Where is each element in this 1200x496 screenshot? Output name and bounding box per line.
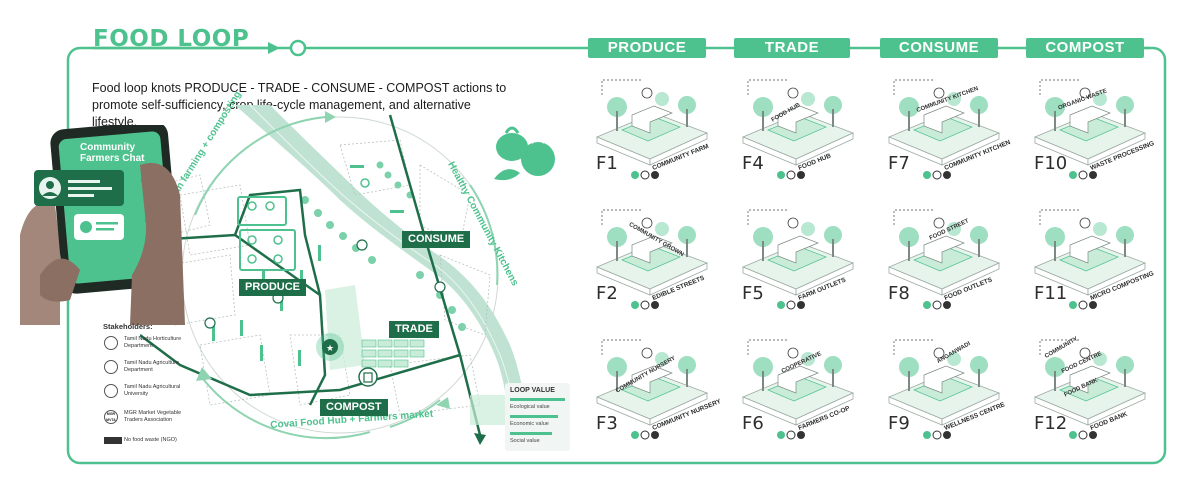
economic-bar <box>510 415 558 418</box>
social-bar <box>510 432 552 435</box>
university-seal-icon <box>104 384 118 398</box>
facility-value-dots <box>631 430 659 440</box>
loop-value-social: Social value <box>510 438 540 444</box>
mgr-market-badge: MGR MVTA <box>104 410 118 424</box>
food-loop-map: ★ <box>140 105 528 446</box>
loop-value-ecological: Ecological value <box>510 404 550 410</box>
stakeholder-ngo: No food waste (NGO) <box>124 437 177 443</box>
facility-illustration <box>595 79 709 166</box>
stakeholder-horticulture: Tamil Nadu Horticulture Department <box>124 336 182 349</box>
facility-value-dots <box>923 430 951 440</box>
facility-code-f12: F12 <box>1034 413 1068 434</box>
facility-code-f9: F9 <box>888 413 910 434</box>
facility-illustration <box>741 209 855 296</box>
ngo-logo-icon <box>104 437 122 444</box>
agriculture-seal-icon <box>104 360 118 374</box>
facility-illustration <box>595 209 709 296</box>
stakeholder-agriculture: Tamil Nadu Agriculture Department <box>124 360 180 373</box>
facility-illustration <box>741 79 855 166</box>
stakeholder-university: Tamil Nadu Agricultural University <box>124 384 181 397</box>
svg-text:★: ★ <box>326 344 334 354</box>
facility-illustration <box>1033 79 1147 166</box>
facility-value-dots <box>631 300 659 310</box>
facility-illustration <box>887 209 1001 296</box>
facility-code-f4: F4 <box>742 153 764 174</box>
facility-illustration <box>741 339 855 426</box>
facility-value-dots <box>777 300 805 310</box>
tag-produce: PRODUCE <box>239 279 307 296</box>
facility-illustration <box>1033 339 1147 426</box>
loop-value-title: LOOP VALUE <box>510 387 555 394</box>
facility-code-f1: F1 <box>596 153 618 174</box>
category-trade: TRADE <box>734 38 850 58</box>
facility-code-f2: F2 <box>596 283 618 304</box>
vegetables-icon <box>494 126 555 181</box>
facility-value-dots <box>923 170 951 180</box>
category-consume: CONSUME <box>880 38 998 58</box>
category-compost: COMPOST <box>1026 38 1144 58</box>
facility-value-dots <box>1069 170 1097 180</box>
facility-value-dots <box>777 430 805 440</box>
facility-code-f11: F11 <box>1034 283 1068 304</box>
facility-code-f6: F6 <box>742 413 764 434</box>
facility-value-dots <box>1069 300 1097 310</box>
facility-code-f10: F10 <box>1034 153 1068 174</box>
facility-illustration <box>887 339 1001 426</box>
loop-value-economic: Economic value <box>510 421 549 427</box>
facility-illustration <box>595 339 709 426</box>
facility-value-dots <box>1069 430 1097 440</box>
tag-trade: TRADE <box>389 321 439 338</box>
poster-title: FOOD LOOP <box>93 26 250 52</box>
phone-hands-illustration <box>20 125 185 325</box>
chat-cards <box>34 170 124 240</box>
stakeholders-title: Stakeholders: <box>103 322 153 331</box>
facility-illustration <box>887 79 1001 166</box>
ecological-bar <box>510 398 565 401</box>
horticulture-seal-icon <box>104 336 118 350</box>
stakeholder-mgr-market: MGR Market Vegetable Traders Association <box>124 410 182 423</box>
chat-title: Community Farmers Chat <box>80 142 145 164</box>
facility-code-f7: F7 <box>888 153 910 174</box>
facility-illustration <box>1033 209 1147 296</box>
facility-value-dots <box>777 170 805 180</box>
facility-code-f5: F5 <box>742 283 764 304</box>
facility-code-f8: F8 <box>888 283 910 304</box>
facility-code-f3: F3 <box>596 413 618 434</box>
category-produce: PRODUCE <box>588 38 706 58</box>
facility-value-dots <box>923 300 951 310</box>
facility-value-dots <box>631 170 659 180</box>
tag-compost: COMPOST <box>320 399 388 416</box>
tag-consume: CONSUME <box>402 231 471 248</box>
